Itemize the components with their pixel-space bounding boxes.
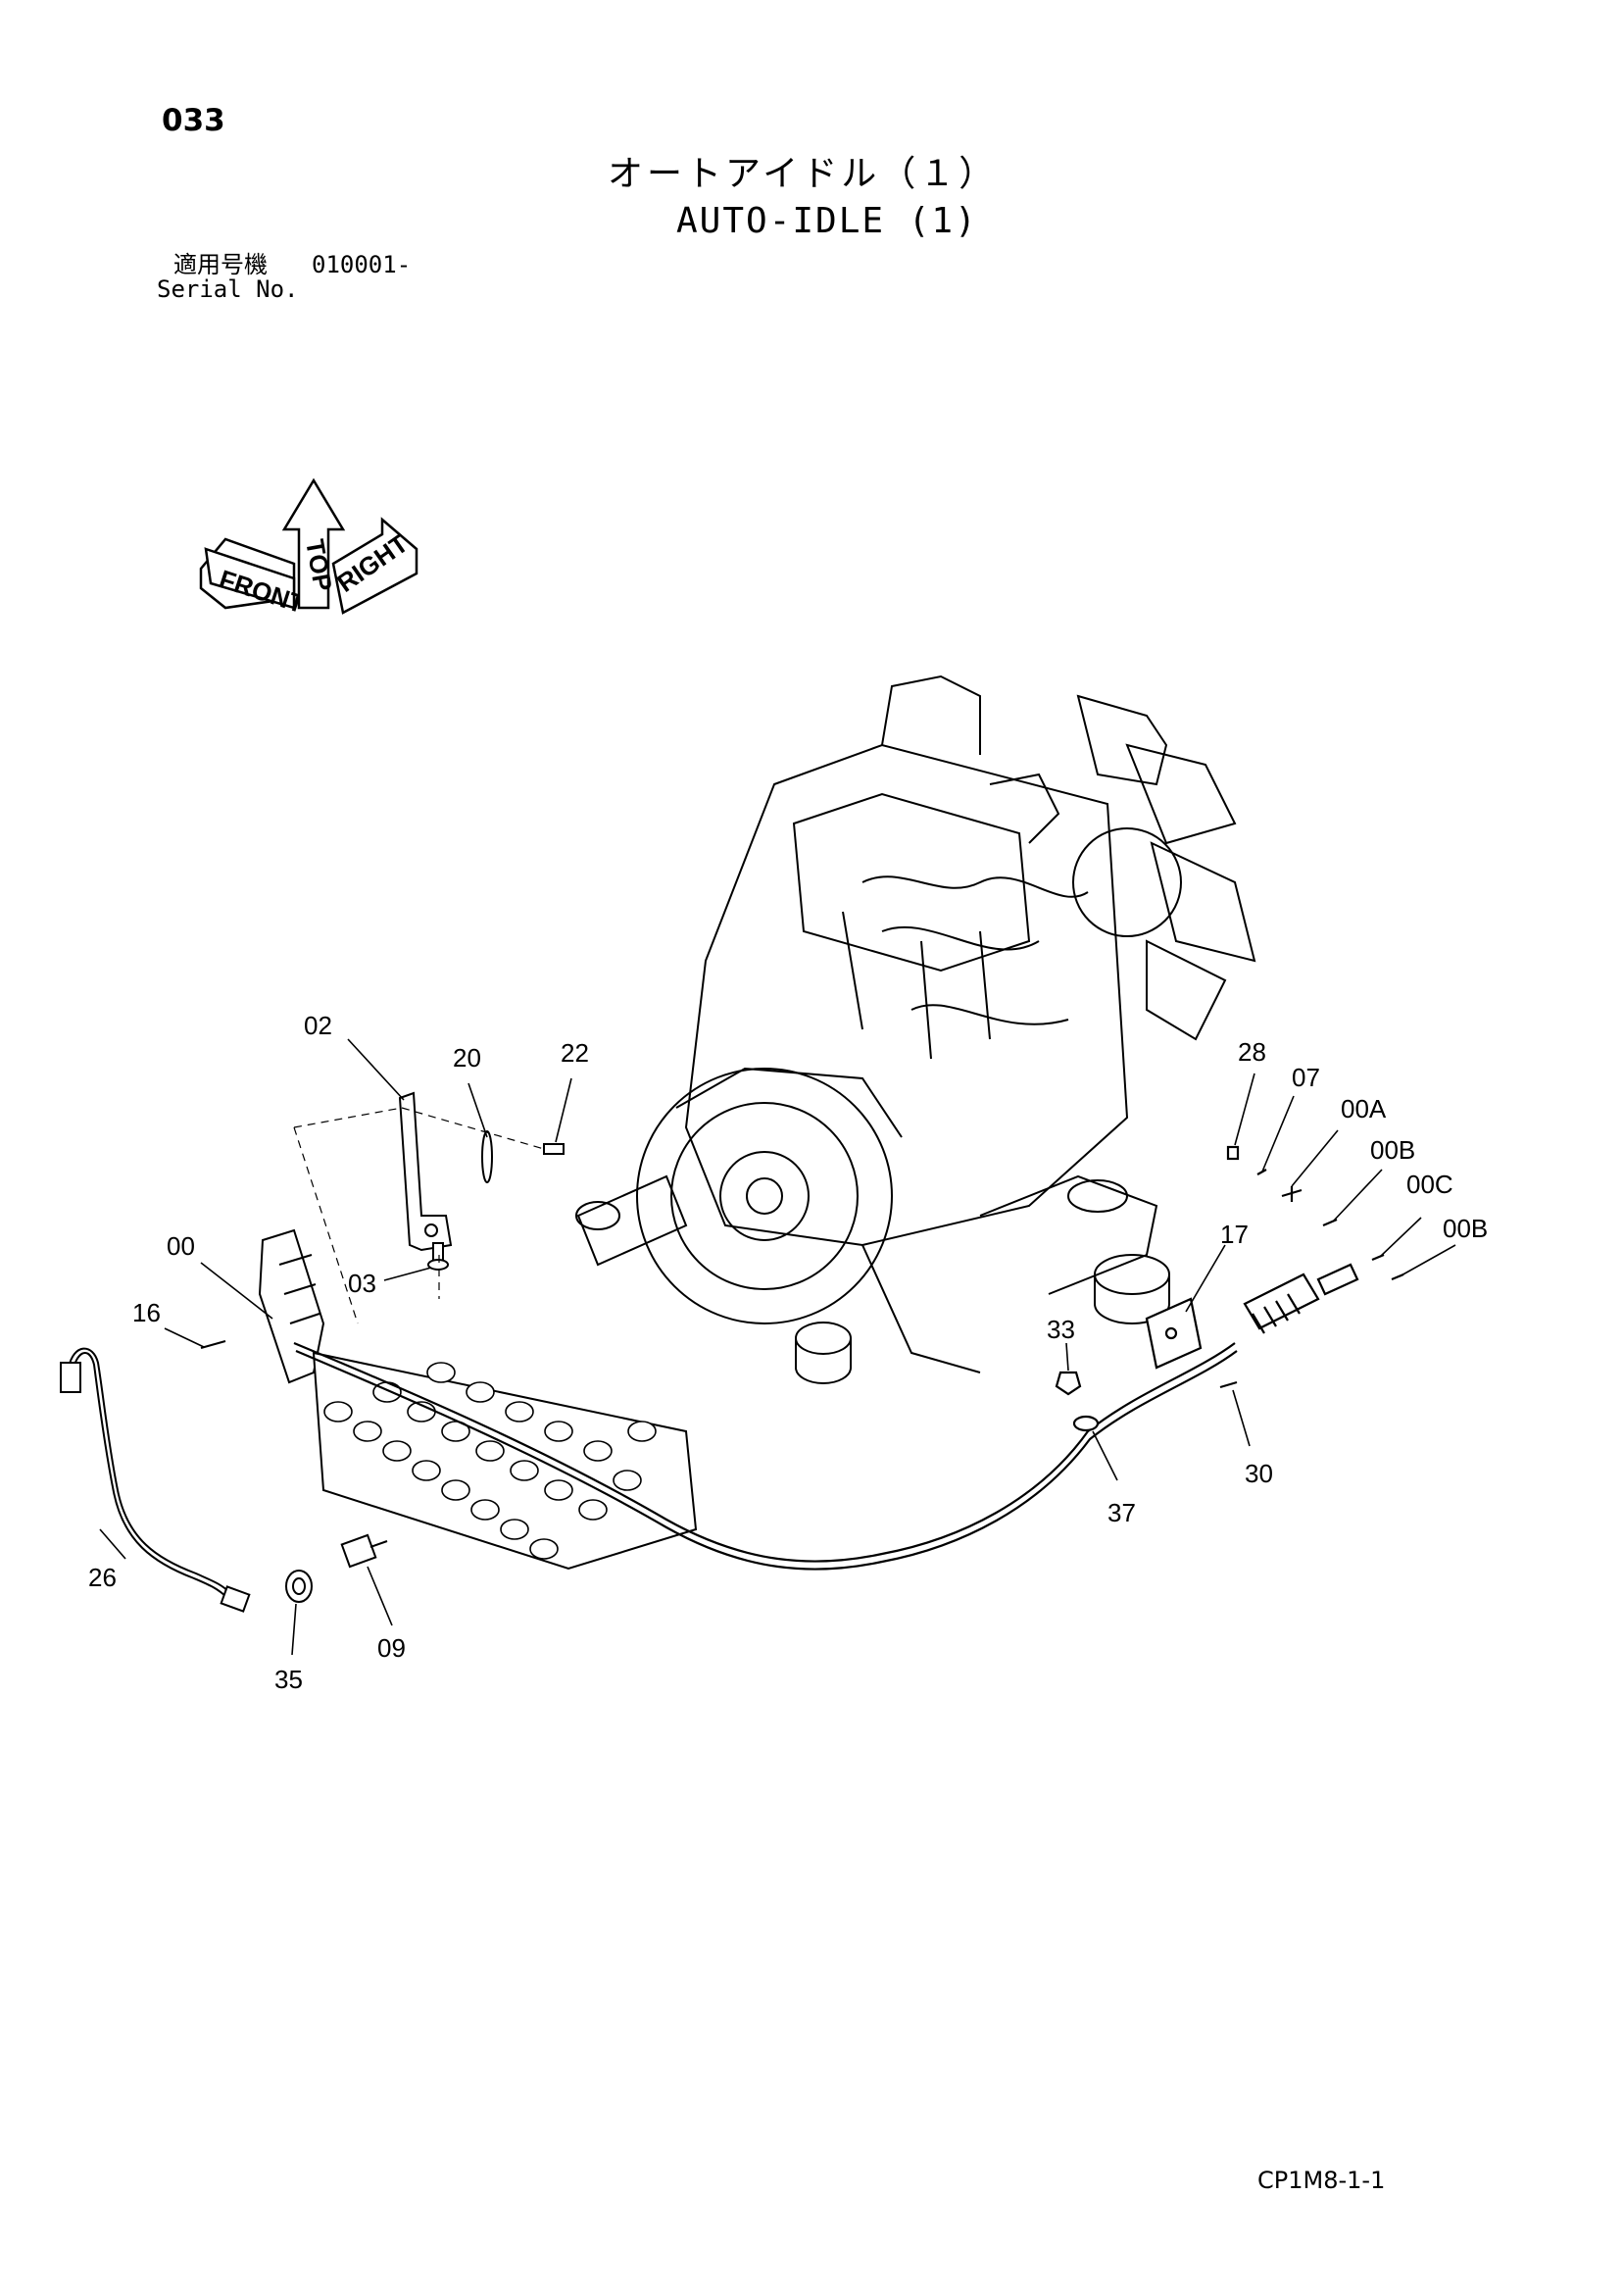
engine-assembly	[575, 674, 1256, 1384]
callout-28: 28	[1238, 1037, 1266, 1067]
orientation-marker: FRONT TOP RIGHT	[199, 477, 418, 619]
page-number: 033	[162, 103, 225, 138]
serial-label-english: Serial No.	[157, 275, 299, 303]
callout-30: 30	[1245, 1459, 1273, 1488]
callout-02: 02	[304, 1011, 332, 1040]
callout-35: 35	[274, 1665, 303, 1694]
reference-lines	[293, 1107, 545, 1324]
document-code: CP1M8-1-1	[1257, 2167, 1386, 2194]
callout-16: 16	[132, 1298, 161, 1327]
callout-00C: 00C	[1406, 1170, 1453, 1199]
callout-00B: 00B	[1370, 1135, 1415, 1165]
valve-bank	[200, 1228, 698, 1603]
callout-33: 33	[1047, 1315, 1075, 1344]
callout-17: 17	[1220, 1220, 1249, 1249]
callout-37: 37	[1107, 1498, 1136, 1527]
callout-09: 09	[377, 1633, 406, 1663]
wire-harness	[60, 1347, 251, 1613]
callout-03: 03	[348, 1269, 376, 1298]
control-cable	[293, 1145, 1404, 1571]
serial-label-japanese: 適用号機	[173, 251, 268, 278]
callout-26: 26	[88, 1563, 117, 1592]
bracket-part	[398, 1091, 565, 1271]
callout-00B-second: 00B	[1443, 1214, 1488, 1243]
leader-lines	[99, 1038, 1456, 1656]
callout-22: 22	[561, 1038, 589, 1068]
serial-number-value: 010001-	[312, 251, 412, 278]
title-japanese: オートアイドル（１）	[608, 154, 999, 194]
callout-00: 00	[167, 1231, 195, 1261]
title-english: AUTO-IDLE (1)	[676, 201, 978, 241]
callout-20: 20	[453, 1043, 481, 1073]
part-callouts: 02 20 22 00 03 16 26 35 09 28 07 00A 00B…	[88, 1011, 1488, 1694]
callout-07: 07	[1292, 1063, 1320, 1092]
callout-00A: 00A	[1341, 1094, 1387, 1123]
